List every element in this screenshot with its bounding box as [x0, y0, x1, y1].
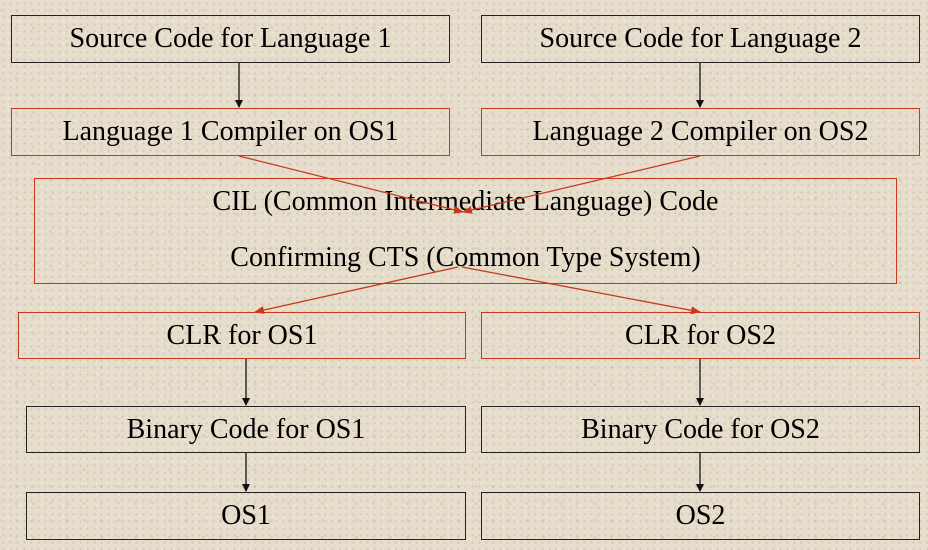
clr-os2-label: CLR for OS2 [625, 319, 776, 351]
clr-os1-box: CLR for OS1 [18, 312, 466, 359]
binary-code-os2-label: Binary Code for OS2 [581, 413, 820, 445]
clr-os2-box: CLR for OS2 [481, 312, 920, 359]
source-code-language-2-label: Source Code for Language 2 [539, 23, 862, 54]
binary-code-os1-box: Binary Code for OS1 [26, 406, 466, 453]
os2-label: OS2 [675, 500, 726, 531]
language-1-compiler-label: Language 1 Compiler on OS1 [62, 116, 399, 147]
os2-box: OS2 [481, 492, 920, 540]
source-code-language-2-box: Source Code for Language 2 [481, 15, 920, 63]
source-code-language-1-box: Source Code for Language 1 [11, 15, 450, 63]
binary-code-os2-box: Binary Code for OS2 [481, 406, 920, 453]
language-2-compiler-box: Language 2 Compiler on OS2 [481, 108, 920, 156]
os1-label: OS1 [221, 500, 271, 531]
cil-code-line-2: Confirming CTS (Common Type System) [230, 242, 701, 273]
binary-code-os1-label: Binary Code for OS1 [126, 413, 366, 445]
cil-code-box: CIL (Common Intermediate Language) Code … [34, 178, 897, 284]
language-2-compiler-label: Language 2 Compiler on OS2 [532, 116, 869, 147]
source-code-language-1-label: Source Code for Language 1 [69, 23, 392, 54]
language-1-compiler-box: Language 1 Compiler on OS1 [11, 108, 450, 156]
clr-os1-label: CLR for OS1 [166, 319, 318, 351]
cil-code-line-1: CIL (Common Intermediate Language) Code [212, 186, 719, 217]
os1-box: OS1 [26, 492, 466, 540]
